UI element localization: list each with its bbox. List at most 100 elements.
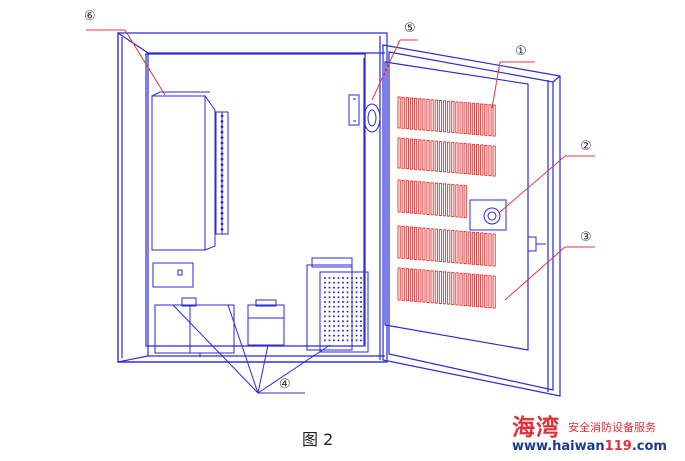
vent-hole [346, 315, 349, 318]
vent-slot [414, 97, 418, 130]
vent-slot [430, 99, 434, 132]
vent-hole [346, 320, 349, 323]
vent-slot [471, 273, 475, 307]
vent-slot [484, 144, 488, 176]
vent-slot [405, 180, 409, 214]
vent-hole [351, 281, 353, 284]
watermark-url-suffix: .com [631, 439, 667, 454]
vent-slot [467, 231, 471, 265]
vent-hole [346, 296, 349, 299]
vent-hole [360, 315, 362, 318]
terminal-strip-dots [220, 114, 224, 231]
vent-slot [438, 183, 442, 216]
vent-slot [459, 101, 463, 134]
vent-slot [434, 182, 438, 216]
vent-hole [342, 305, 344, 308]
vent-slot [459, 230, 463, 264]
vent-slot [451, 101, 455, 134]
vent-hole [346, 334, 349, 337]
vent-slot [463, 231, 467, 265]
vent-hole [346, 329, 349, 332]
vent-slot [426, 270, 430, 303]
vent-hole [337, 305, 340, 308]
vent-slot [438, 271, 442, 304]
terminal-dot [220, 201, 224, 204]
vent-slot [409, 97, 414, 130]
vent-slot [409, 226, 414, 260]
vent-slot [455, 272, 459, 306]
vent-slot [397, 137, 401, 169]
vent-hole [360, 334, 362, 337]
vent-hole [346, 305, 349, 308]
vent-hole [355, 320, 358, 323]
vent-slot [488, 145, 492, 177]
terminal-dot [220, 217, 224, 221]
vent-slot [434, 228, 438, 262]
vent-slot [447, 141, 451, 173]
vent-hole [355, 291, 358, 294]
terminal-dot [220, 228, 224, 231]
terminal-dot [220, 120, 224, 123]
vent-slot [484, 274, 488, 308]
vent-slot [455, 230, 459, 264]
vent-slot [414, 226, 418, 260]
callout-door: ① [515, 44, 527, 59]
vent-hole [324, 320, 326, 323]
door-lock [469, 199, 507, 231]
vent-hole [346, 286, 349, 289]
vent-slot [442, 100, 447, 133]
vent-hole [337, 296, 340, 299]
cabinet-body [117, 31, 388, 363]
callout-control-module: ⑥ [84, 9, 96, 24]
vent-slot [492, 104, 496, 137]
terminal-dot [220, 163, 224, 167]
vent-hole [360, 277, 362, 279]
vent-slot [405, 226, 409, 260]
vent-slot [488, 104, 492, 137]
vent-slot [422, 227, 426, 261]
vent-hole [342, 281, 344, 284]
vent-hole [324, 310, 326, 313]
vent-hole [333, 334, 335, 337]
vent-hole [355, 281, 358, 284]
vent-hole [328, 339, 331, 342]
vent-slot [488, 233, 492, 267]
callout-hinge-handle: ③ [580, 230, 592, 245]
vent-slot [401, 179, 405, 213]
terminal-dot [220, 152, 224, 156]
vent-slot [401, 137, 405, 169]
vent-hole [342, 277, 344, 279]
vent-hole [337, 315, 340, 318]
vent-slot [476, 274, 480, 308]
vent-slot [418, 269, 422, 303]
vent-hole [333, 329, 335, 332]
vent-slot [434, 270, 438, 304]
vent-hole [324, 325, 326, 327]
vent-hole [333, 320, 335, 323]
vent-slot [467, 102, 471, 135]
vent-slot [492, 145, 496, 177]
vent-hole [342, 315, 344, 318]
vent-hole [342, 334, 344, 337]
vent-hole [346, 339, 349, 342]
vent-hole [324, 296, 326, 299]
vent-hole [360, 291, 362, 294]
vent-hole [360, 281, 362, 284]
vent-hole [360, 325, 362, 327]
vent-slot [401, 225, 405, 259]
vent-hole [351, 315, 353, 318]
vent-hole [355, 296, 358, 299]
vent-hole [342, 291, 344, 294]
vent-hole [328, 305, 331, 308]
vent-slot [480, 103, 484, 136]
callout-terminals: ④ [279, 377, 291, 392]
vent-slot [476, 232, 480, 266]
vent-hole [324, 315, 326, 318]
vent-slot [471, 143, 475, 175]
vent-hole [324, 334, 326, 337]
vent-hole [337, 286, 340, 289]
vent-slot [401, 96, 405, 129]
battery-pack [154, 297, 235, 357]
vent-slot [476, 103, 480, 136]
vent-hole [333, 281, 335, 284]
